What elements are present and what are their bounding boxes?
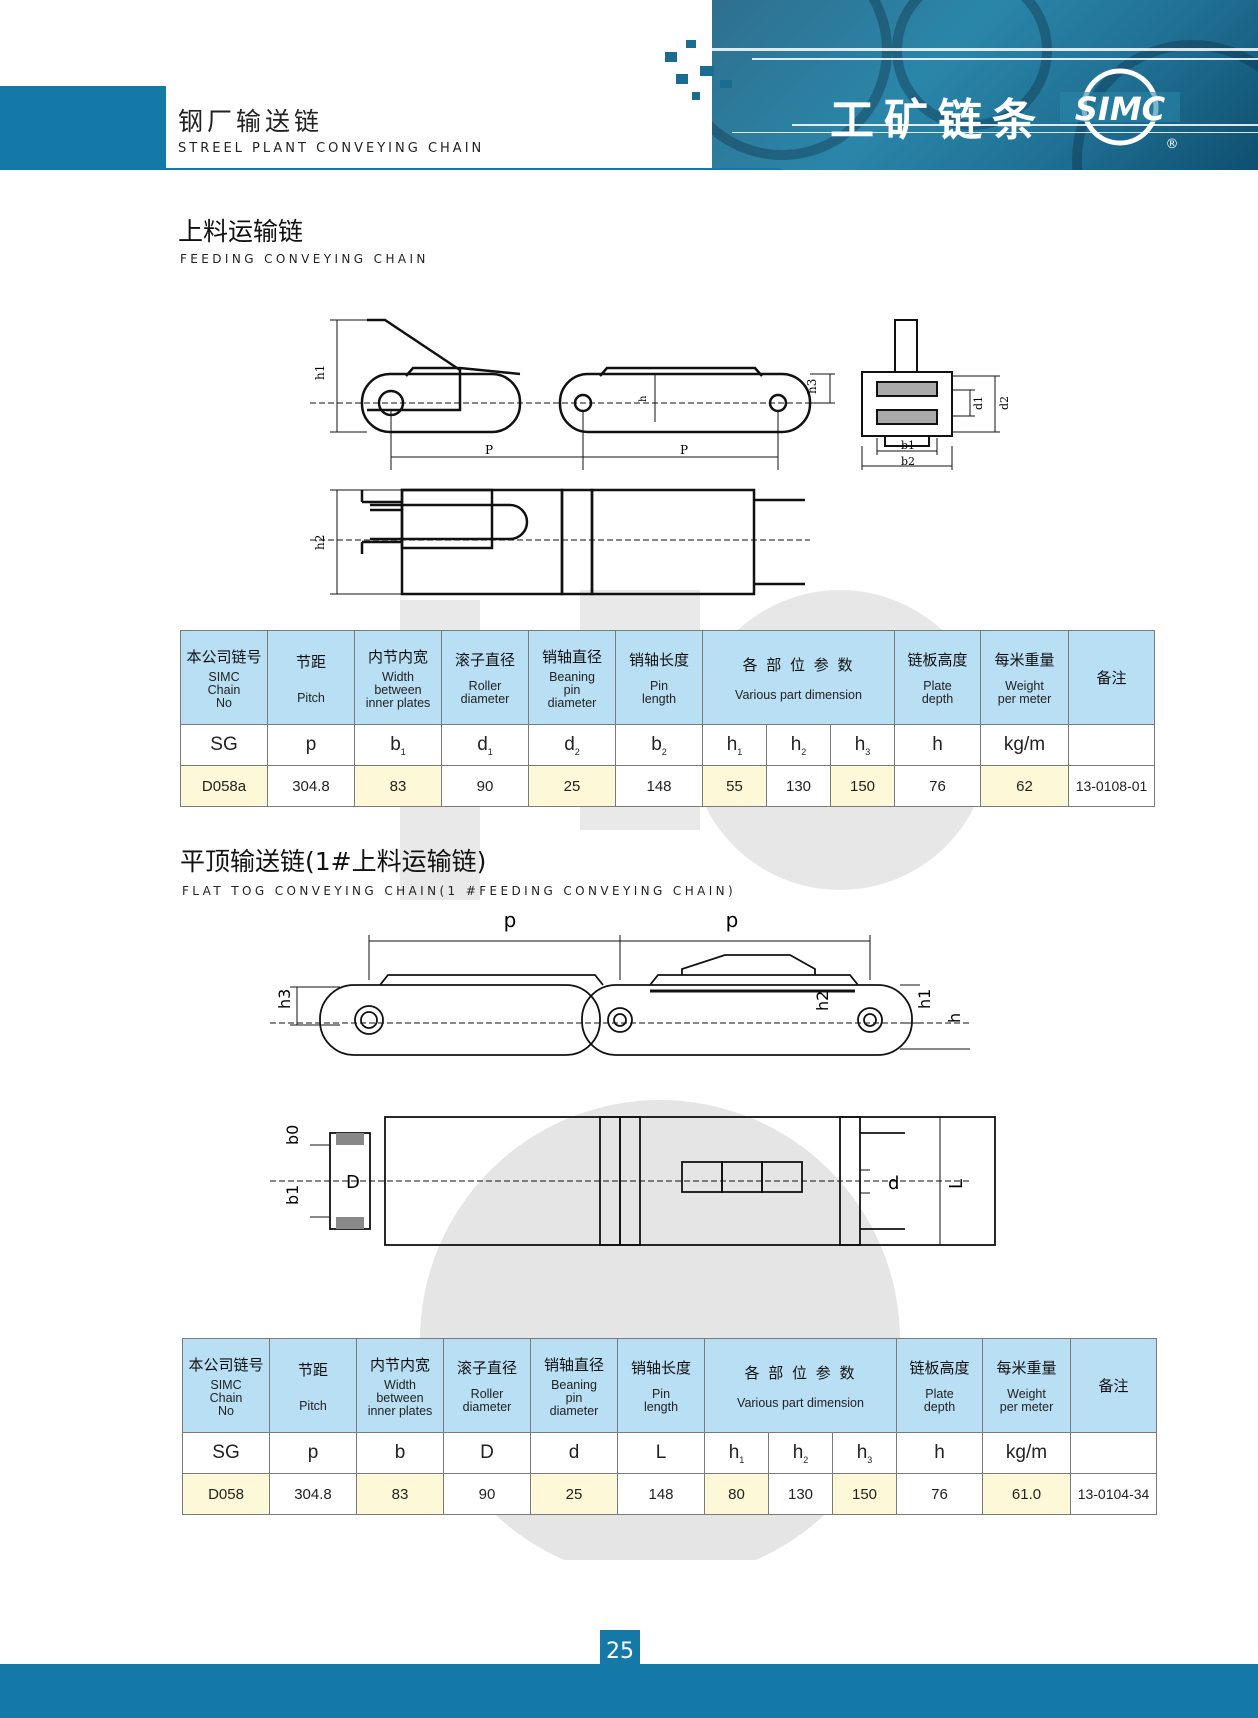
header-title-panel: [166, 86, 781, 170]
dim-L: L: [946, 1179, 967, 1189]
dim-b1: b1: [283, 1185, 302, 1205]
header-left-bar: [0, 86, 166, 170]
decor-square: [676, 74, 688, 84]
decor-square: [665, 52, 677, 62]
dim-p-1: p: [504, 908, 517, 932]
simc-logo: SIMC ®: [1060, 62, 1180, 152]
dim-b2: b2: [901, 455, 915, 468]
section-1-title-cn: 上料运输链: [178, 217, 304, 246]
section-2-title-cn: 平顶输送链(1#上料运输链): [180, 847, 487, 876]
decor-square: [700, 66, 714, 76]
flat-top-chain-drawing: p p h3 h2 h1 h b0 b1 D d L: [270, 908, 996, 1246]
dim-p-1: P: [485, 443, 493, 457]
dim-h: h: [638, 395, 649, 402]
dim-b1: b1: [901, 439, 915, 452]
dim-p-2: P: [680, 443, 688, 457]
decor-square: [720, 80, 732, 88]
table-row: D058 304.8 83 90 25 148 80 130 150 76 61…: [182, 1473, 1157, 1515]
dim-d: d: [888, 1173, 899, 1194]
dim-h1: h1: [915, 989, 934, 1009]
dim-d1: d1: [972, 396, 985, 410]
table-symbol-row: SG p b D d L h1 h2 h3 h kg/m: [182, 1432, 1157, 1474]
dim-h3: h3: [805, 379, 819, 394]
decor-square: [692, 92, 700, 100]
document-title-en: STREEL PLANT CONVEYING CHAIN: [178, 141, 485, 156]
header-rule: [0, 168, 781, 170]
dim-b0: b0: [283, 1125, 302, 1145]
dim-h2: h2: [813, 991, 832, 1011]
dim-d2: d2: [998, 396, 1010, 410]
dim-h: h: [945, 1013, 964, 1023]
table-row: D058a 304.8 83 90 25 148 55 130 150 76 6…: [180, 765, 1155, 807]
dim-h2: h2: [313, 535, 327, 550]
feeding-chain-drawing: h1 h h3 P P b1 b2 d1 d2 h2: [310, 318, 1010, 596]
footer-bar: [0, 1664, 1258, 1718]
table-symbol-row: SG p b1 d1 d2 b2 h1 h2 h3 h kg/m: [180, 724, 1155, 766]
header-banner: [712, 0, 1258, 170]
svg-text:SIMC: SIMC: [1075, 90, 1166, 128]
dim-h3: h3: [275, 989, 294, 1009]
section-2-title-en: FLAT TOG CONVEYING CHAIN(1 #FEEDING CONV…: [182, 884, 737, 898]
page-number: 25: [600, 1630, 640, 1670]
decor-square: [686, 40, 696, 48]
svg-text:®: ®: [1166, 137, 1179, 152]
brand-name-cn: 工矿链条: [830, 95, 1046, 146]
dim-p-2: p: [726, 908, 739, 932]
document-title-cn: 钢厂输送链: [178, 107, 324, 136]
section-1-title-en: FEEDING CONVEYING CHAIN: [180, 252, 429, 266]
dim-h1: h1: [313, 365, 327, 380]
dim-D: D: [346, 1172, 360, 1193]
